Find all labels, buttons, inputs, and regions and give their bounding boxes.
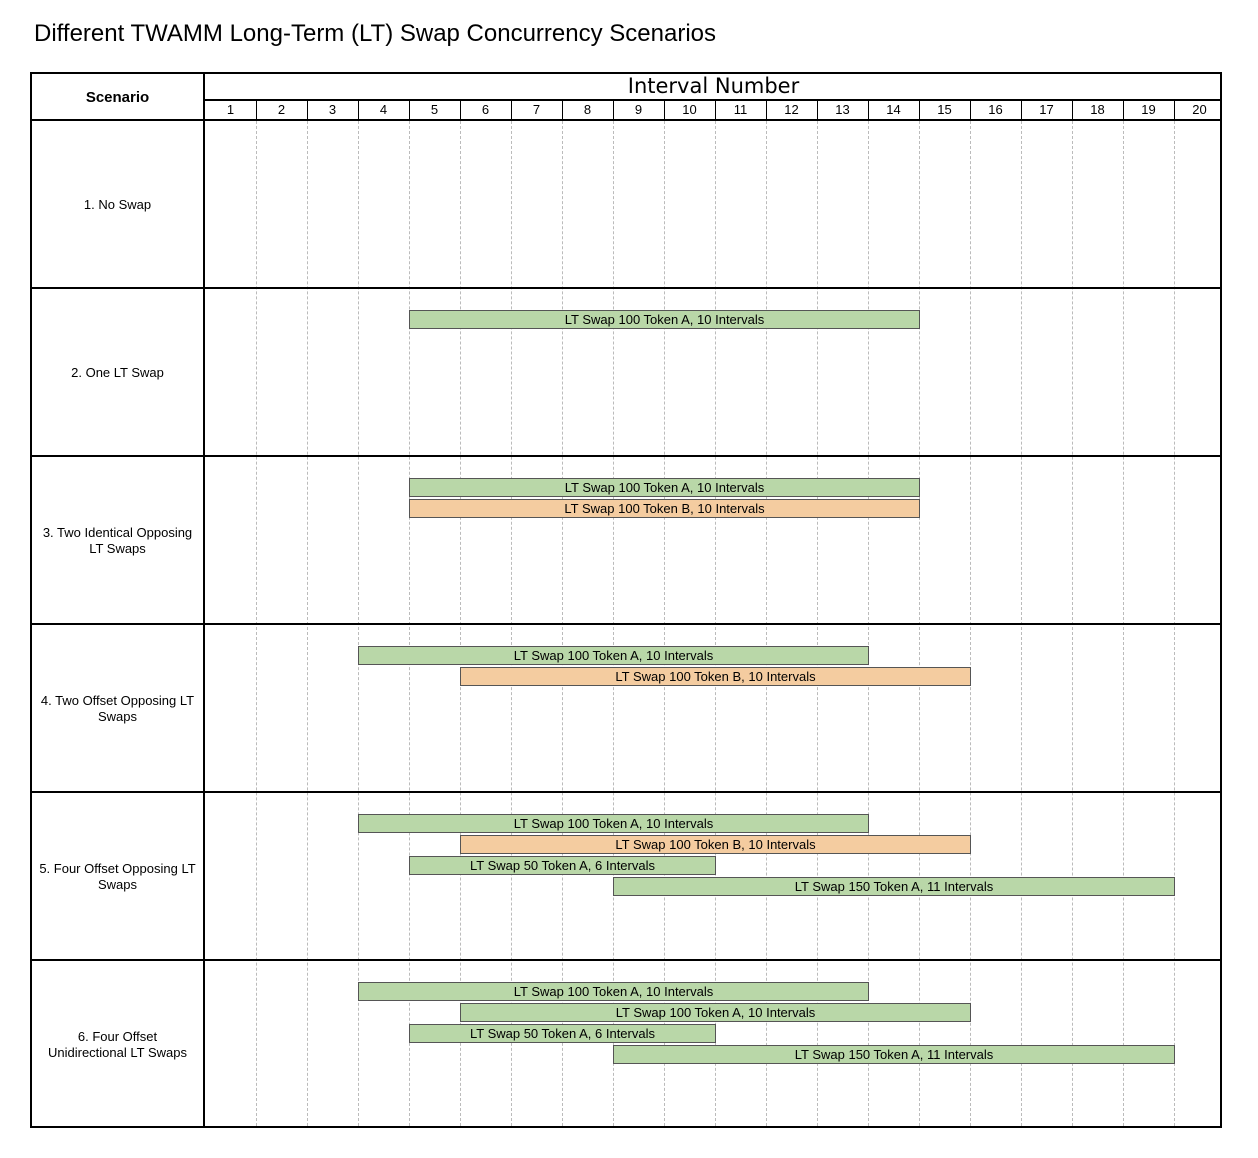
lt-swap-bar-token-a: LT Swap 100 Token A, 10 Intervals — [409, 478, 920, 497]
interval-header-divider — [1123, 101, 1124, 119]
scenario-label: 6. Four Offset Unidirectional LT Swaps — [48, 1029, 187, 1060]
lt-swap-bar-token-a: LT Swap 100 Token A, 10 Intervals — [358, 646, 869, 665]
interval-header-divider — [1174, 101, 1175, 119]
interval-number: 4 — [379, 102, 388, 117]
scenario-label: 2. One LT Swap — [71, 365, 164, 380]
interval-number: 7 — [532, 102, 541, 117]
lt-swap-bar-token-b: LT Swap 100 Token B, 10 Intervals — [409, 499, 920, 518]
page-title: Different TWAMM Long-Term (LT) Swap Conc… — [34, 20, 716, 47]
interval-number: 10 — [682, 102, 697, 117]
interval-number: 12 — [784, 102, 799, 117]
interval-number: 17 — [1039, 102, 1054, 117]
lt-swap-bar-token-b: LT Swap 100 Token B, 10 Intervals — [460, 835, 971, 854]
interval-number: 9 — [634, 102, 643, 117]
header-divider — [205, 99, 1222, 101]
interval-header-divider — [1021, 101, 1022, 119]
interval-header-divider — [307, 101, 308, 119]
interval-header-divider — [511, 101, 512, 119]
interval-header-divider — [715, 101, 716, 119]
interval-header-divider — [1072, 101, 1073, 119]
interval-number: 18 — [1090, 102, 1105, 117]
interval-header-divider — [562, 101, 563, 119]
lt-swap-bar-token-a: LT Swap 150 Token A, 11 Intervals — [613, 877, 1175, 896]
scenario-row-divider — [32, 455, 1220, 457]
scenario-label: 4. Two Offset Opposing LT Swaps — [40, 693, 195, 724]
lt-swap-bar-token-a: LT Swap 100 Token A, 10 Intervals — [358, 982, 869, 1001]
interval-header-divider — [766, 101, 767, 119]
interval-number: 19 — [1141, 102, 1156, 117]
interval-number-header: Interval Number — [627, 74, 800, 98]
interval-number: 1 — [226, 102, 235, 117]
lt-swap-bar-token-a: LT Swap 100 Token A, 10 Intervals — [358, 814, 869, 833]
scenario-row-divider — [32, 287, 1220, 289]
interval-number: 14 — [886, 102, 901, 117]
lt-swap-bar-token-a: LT Swap 50 Token A, 6 Intervals — [409, 1024, 716, 1043]
interval-number: 3 — [328, 102, 337, 117]
interval-number: 15 — [937, 102, 952, 117]
interval-header-divider — [256, 101, 257, 119]
lt-swap-bar-token-a: LT Swap 100 Token A, 10 Intervals — [409, 310, 920, 329]
interval-header-divider — [409, 101, 410, 119]
interval-number: 20 — [1192, 102, 1207, 117]
scenario-header: Scenario — [85, 88, 150, 106]
interval-header-divider — [460, 101, 461, 119]
interval-number: 6 — [481, 102, 490, 117]
scenario-row-divider — [32, 791, 1220, 793]
interval-number: 5 — [430, 102, 439, 117]
header-bottom-border — [32, 119, 1220, 121]
interval-number: 11 — [733, 102, 748, 117]
interval-header-divider — [664, 101, 665, 119]
scenario-label: 5. Four Offset Opposing LT Swaps — [39, 861, 196, 892]
interval-header-divider — [970, 101, 971, 119]
interval-number: 8 — [583, 102, 592, 117]
interval-number: 13 — [835, 102, 850, 117]
interval-number: 16 — [988, 102, 1003, 117]
scenario-label: 1. No Swap — [83, 197, 152, 212]
scenario-label: 3. Two Identical Opposing LT Swaps — [42, 525, 193, 556]
lt-swap-bar-token-a: LT Swap 150 Token A, 11 Intervals — [613, 1045, 1175, 1064]
interval-header-divider — [919, 101, 920, 119]
lt-swap-bar-token-a: LT Swap 100 Token A, 10 Intervals — [460, 1003, 971, 1022]
interval-header-divider — [358, 101, 359, 119]
interval-header-divider — [817, 101, 818, 119]
interval-header-divider — [613, 101, 614, 119]
scenario-row-divider — [32, 623, 1220, 625]
lt-swap-bar-token-a: LT Swap 50 Token A, 6 Intervals — [409, 856, 716, 875]
scenario-column — [32, 74, 205, 1126]
interval-header-divider — [868, 101, 869, 119]
scenario-row-divider — [32, 959, 1220, 961]
lt-swap-bar-token-b: LT Swap 100 Token B, 10 Intervals — [460, 667, 971, 686]
interval-number: 2 — [277, 102, 286, 117]
